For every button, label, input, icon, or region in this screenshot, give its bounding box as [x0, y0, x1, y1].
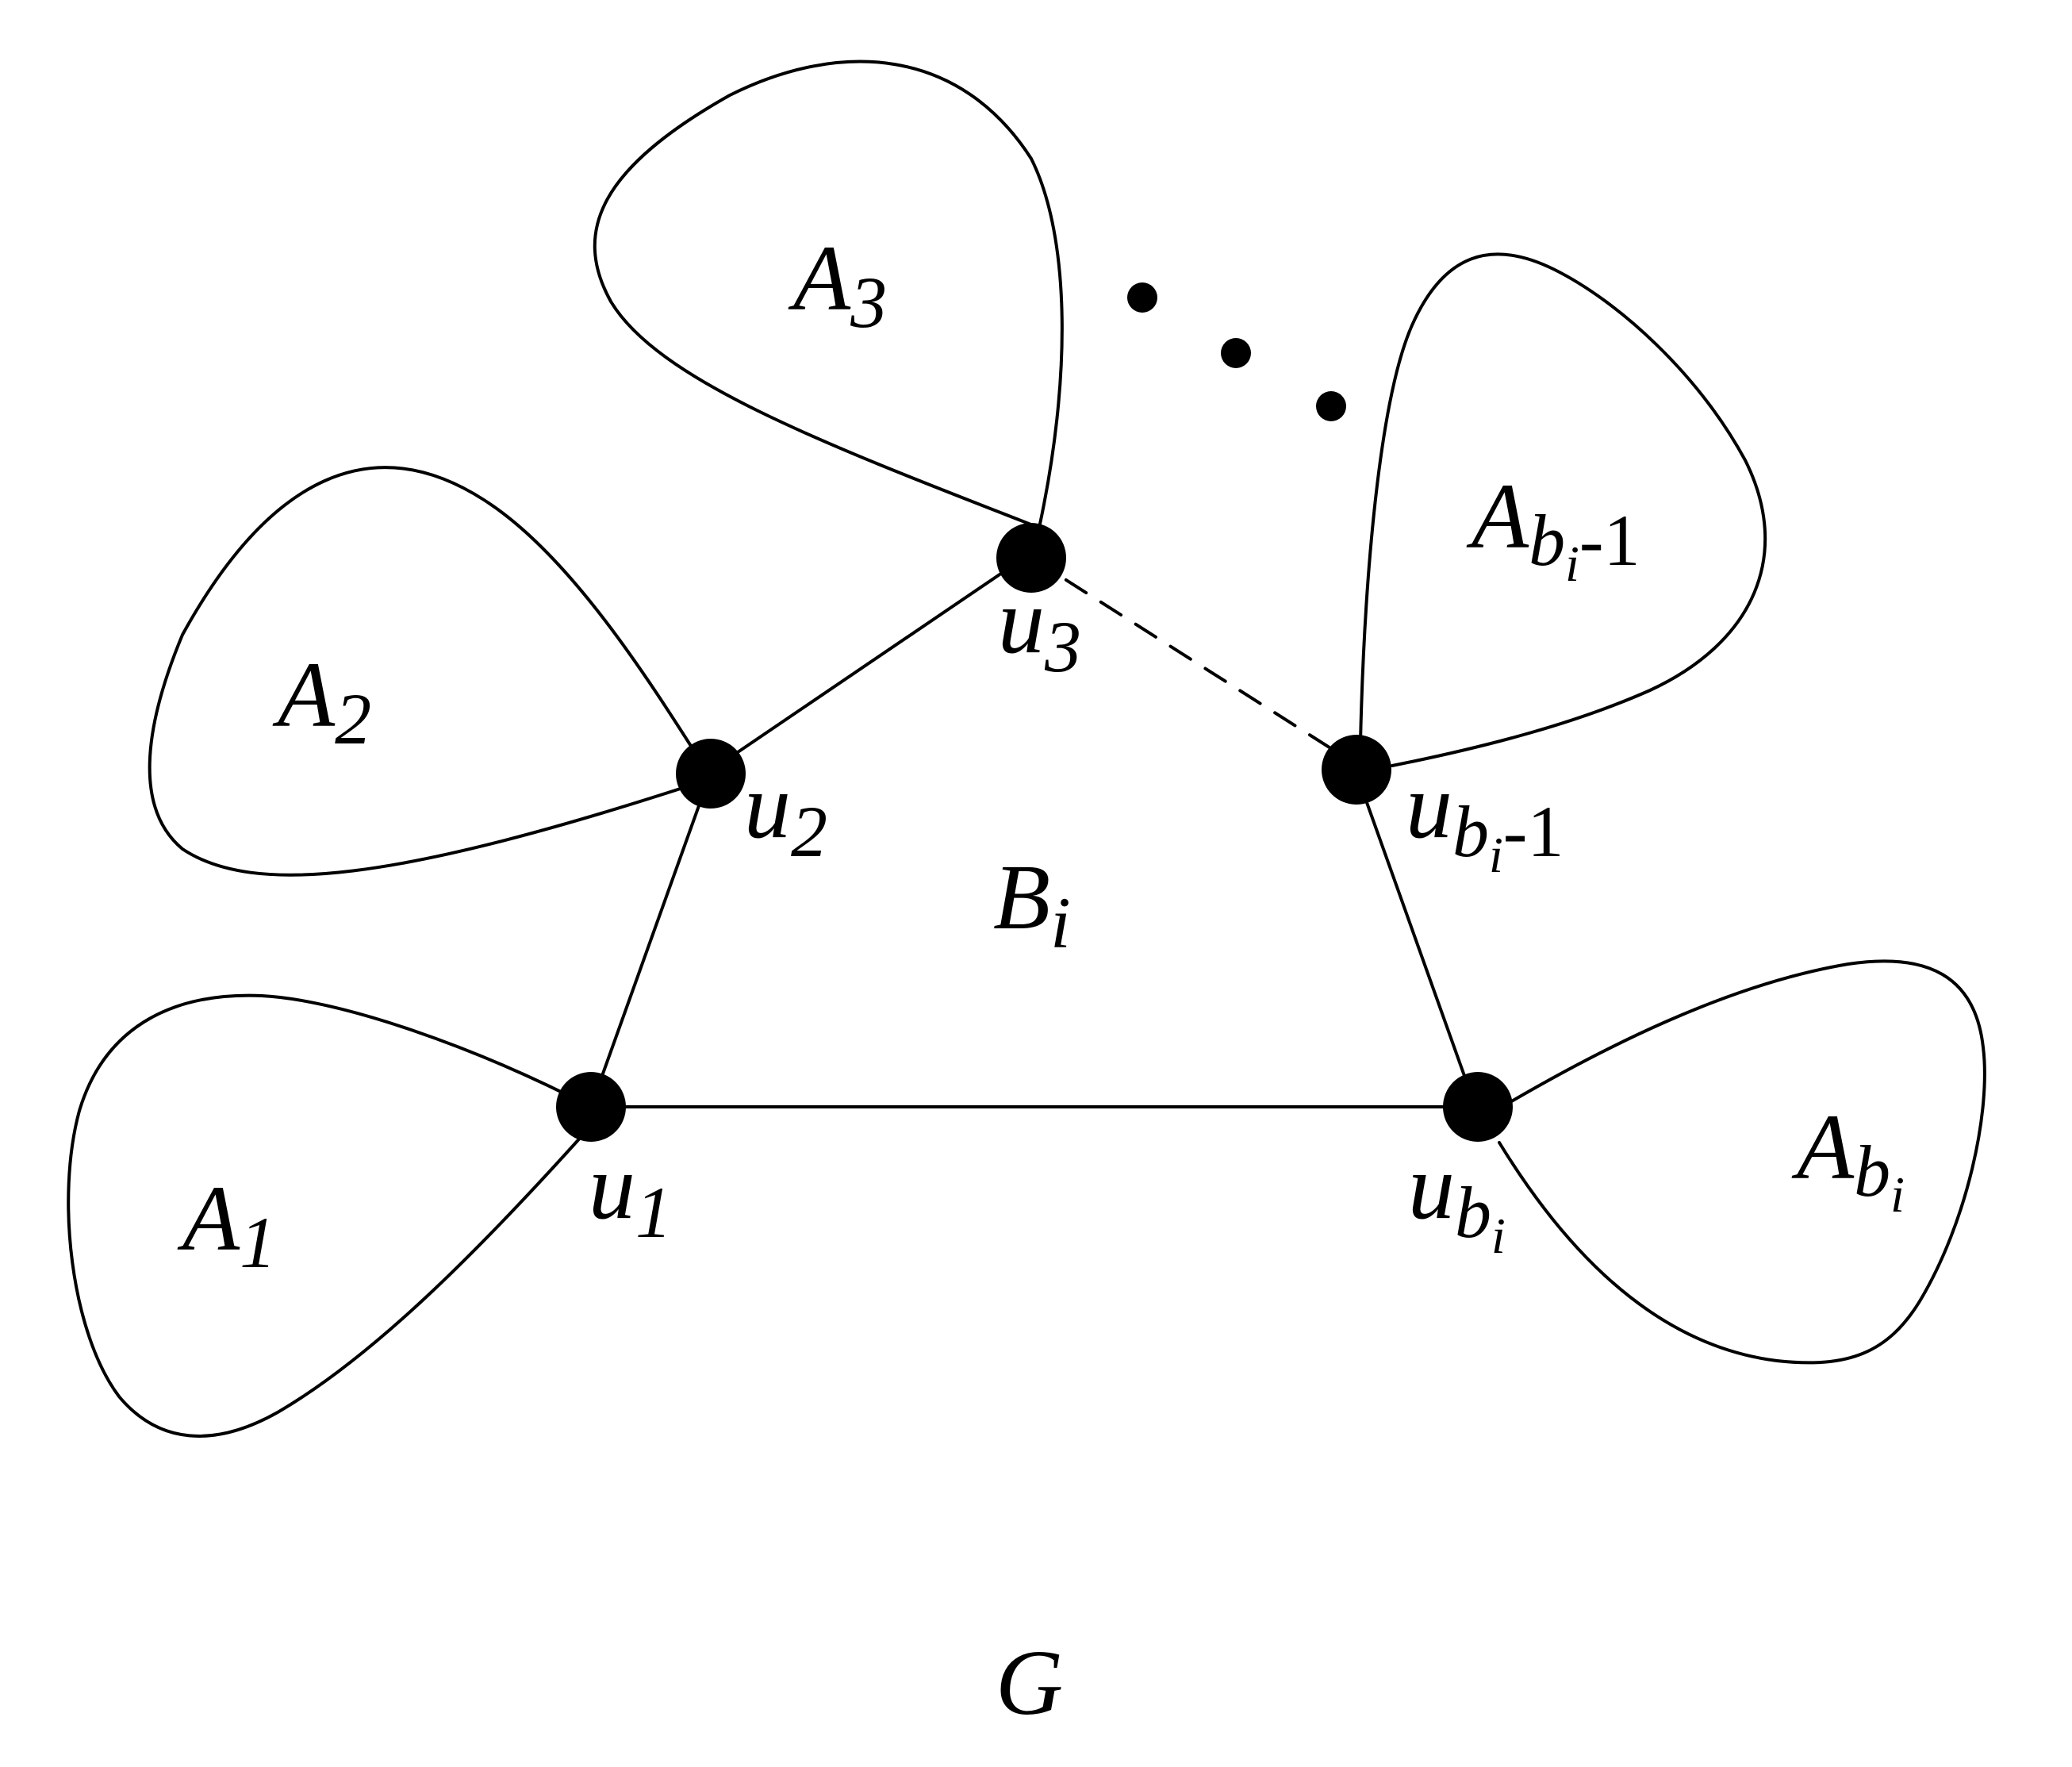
block-label: Bi — [993, 845, 1071, 963]
region-label-abi: Abi — [1791, 1095, 1905, 1223]
ellipsis-dot — [1127, 282, 1157, 313]
vertex-label-ubi: ubi — [1408, 1135, 1506, 1264]
vertex-u3 — [996, 523, 1066, 593]
region-label-a2: A2 — [272, 643, 371, 759]
vertex-u1 — [556, 1072, 626, 1142]
region-label-a1: A1 — [177, 1166, 276, 1283]
vertex-u2 — [676, 739, 746, 809]
region-label-a3: A3 — [788, 226, 887, 343]
ellipsis-dot — [1316, 391, 1346, 421]
vertex-label-u1: u1 — [589, 1135, 672, 1253]
edge-u2-u3 — [716, 551, 1033, 767]
edge-u1-u2 — [589, 800, 702, 1108]
region-label-abi-1: Abi-1 — [1466, 464, 1640, 592]
region-abi-outline — [1494, 959, 1986, 1365]
vertex-ubi-1 — [1322, 735, 1391, 805]
vertex-ubi — [1443, 1072, 1513, 1142]
edge-u3-ubi-1 — [1030, 556, 1360, 767]
region-a2-outline — [148, 466, 708, 877]
region-a3-outline — [593, 60, 1064, 529]
edge-ubi-1-ubi — [1355, 772, 1477, 1108]
vertex-label-u3: u3 — [998, 569, 1081, 687]
region-a1-outline — [67, 993, 593, 1438]
ellipsis-dot — [1221, 338, 1251, 368]
region-abi-1-outline — [1359, 252, 1767, 767]
graph-label: G — [996, 1631, 1063, 1734]
vertex-label-ubi-1: ubi-1 — [1406, 754, 1564, 883]
vertex-label-u2: u2 — [744, 754, 827, 872]
